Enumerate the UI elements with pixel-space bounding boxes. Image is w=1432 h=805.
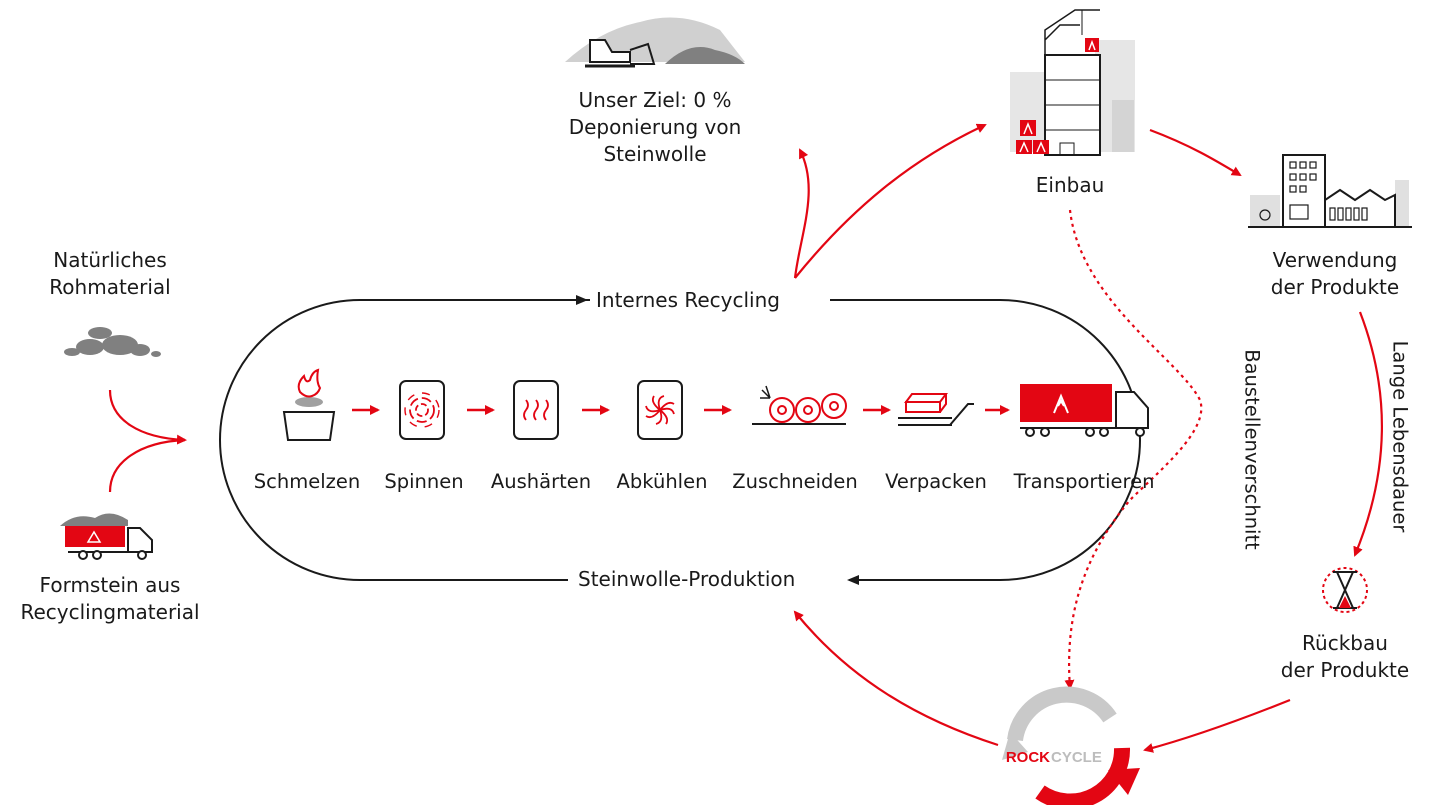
arrow-dismantle-to-rockcycle	[1143, 698, 1291, 753]
arrow-rockcycle-to-production	[793, 610, 999, 747]
goal-label: Unser Ziel: 0 % Deponierung von Steinwol…	[560, 87, 750, 168]
arrow-to-install	[794, 123, 987, 279]
step-label-zuschneiden: Zuschneiden	[732, 470, 858, 493]
arrow-to-goal	[793, 148, 810, 279]
rockcycle-cycle-text: CYCLE	[1051, 749, 1102, 766]
usage-buildings-icon	[1248, 154, 1412, 228]
stones-icon	[64, 327, 161, 357]
curing-heat-icon	[513, 380, 559, 440]
step-label-spinnen: Spinnen	[384, 470, 464, 493]
arrow-to-usage	[1149, 128, 1242, 177]
dismantle-line-2: der Produkte	[1280, 658, 1410, 682]
step-icons	[282, 368, 1149, 441]
brick-line-1: Formstein aus	[39, 573, 181, 597]
usage-line-2: der Produkte	[1270, 275, 1400, 299]
usage-label: Verwendung der Produkte	[1245, 247, 1425, 301]
site-waste-label: Baustellenverschnitt	[1240, 349, 1264, 550]
production-label: Steinwolle-Produktion	[578, 567, 796, 591]
internal-recycling-label: Internes Recycling	[596, 288, 780, 312]
rockcycle-rock-text: ROCK	[1006, 749, 1050, 766]
raw-line-2: Rohmaterial	[49, 275, 171, 299]
cooling-fan-icon	[637, 380, 683, 440]
dismantle-line-1: Rückbau	[1302, 631, 1388, 655]
raw-line-1: Natürliches	[53, 248, 167, 272]
install-label: Einbau	[1035, 173, 1105, 197]
arrow-raw-to-loop	[108, 389, 187, 445]
recycling-truck-icon	[60, 513, 153, 560]
goal-line-2: Deponierung von	[568, 115, 742, 139]
arrow-site-waste-dotted	[1064, 209, 1203, 690]
construction-building-icon	[1010, 9, 1135, 156]
production-loop	[219, 295, 1141, 585]
arrow-to-dismantle	[1353, 311, 1383, 557]
landfill-bulldozer-icon	[565, 17, 745, 68]
step-label-aushaerten: Aushärten	[490, 470, 592, 493]
brick-line-2: Recyclingmaterial	[20, 600, 200, 624]
usage-line-1: Verwendung	[1272, 248, 1398, 272]
cutting-rolls-icon	[752, 385, 847, 425]
goal-line-1: Unser Ziel: 0 %	[578, 88, 732, 112]
step-label-transportieren: Transportieren	[1013, 470, 1155, 493]
melting-furnace-icon	[282, 368, 336, 441]
transport-truck-icon	[1020, 384, 1149, 437]
long-life-label: Lange Lebensdauer	[1388, 340, 1412, 533]
arrow-brick-to-loop	[108, 438, 186, 493]
step-label-abkuehlen: Abkühlen	[616, 470, 708, 493]
dismantle-label: Rückbau der Produkte	[1255, 630, 1432, 684]
goal-line-3: Steinwolle	[603, 142, 707, 166]
recycled-brick-label: Formstein aus Recyclingmaterial	[0, 572, 220, 626]
spinning-icon	[399, 380, 445, 440]
rockcycle-logo: ROCK CYCLE	[1002, 686, 1140, 805]
flow-arrows	[108, 123, 1383, 753]
step-label-schmelzen: Schmelzen	[253, 470, 361, 493]
hourglass-icon	[1322, 567, 1368, 613]
packaging-conveyor-icon	[898, 393, 974, 426]
step-label-verpacken: Verpacken	[885, 470, 987, 493]
raw-material-label: Natürliches Rohmaterial	[20, 247, 200, 301]
